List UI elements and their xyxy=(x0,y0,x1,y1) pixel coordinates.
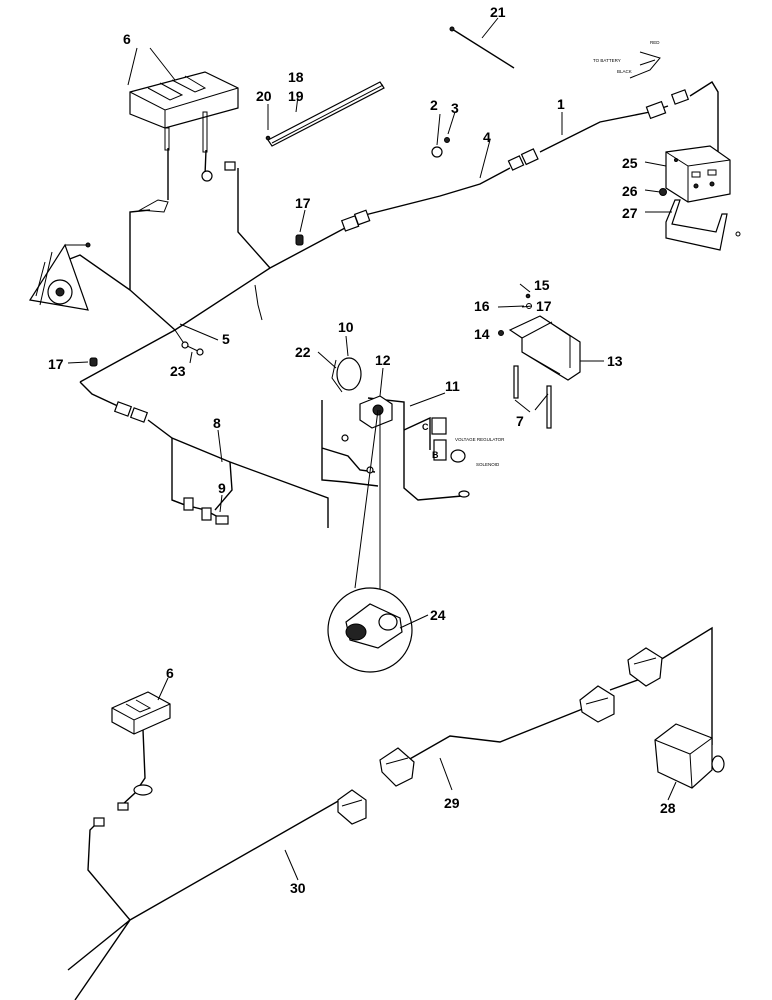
rear-lamp-28 xyxy=(654,723,725,789)
lamp-branch-wire xyxy=(61,254,176,331)
harness-8-wire xyxy=(171,438,233,511)
callout-14: 14 xyxy=(474,326,490,342)
callout-27: 27 xyxy=(622,205,638,221)
harness-30-wire xyxy=(67,799,341,1000)
ignition-harness: C B VOLTAGE REGULATOR SOLENOID xyxy=(321,395,505,501)
callout-29: 29 xyxy=(444,795,460,811)
callout-numbers: 6 18 19 20 21 2 3 4 1 25 26 27 17 5 23 1… xyxy=(48,4,676,896)
seat-switch-pad-top xyxy=(129,71,239,213)
callout-21: 21 xyxy=(490,4,506,20)
rail-strip xyxy=(265,81,385,147)
callout-6-top: 6 xyxy=(123,31,131,47)
callout-18: 18 xyxy=(288,69,304,85)
work-light-lamp xyxy=(29,242,91,311)
main-harness-wire xyxy=(79,111,651,383)
red-label: RED xyxy=(650,40,660,45)
seat-branch-wire xyxy=(129,148,271,290)
terminal-b-label: B xyxy=(432,450,439,460)
callout-20: 20 xyxy=(256,88,272,104)
upper-harness xyxy=(61,81,719,528)
callout-30: 30 xyxy=(290,880,306,896)
callout-10: 10 xyxy=(338,319,354,335)
callout-17-right: 17 xyxy=(536,298,552,314)
callout-4: 4 xyxy=(483,129,491,145)
callout-17-left: 17 xyxy=(48,356,64,372)
cable-tie xyxy=(449,26,515,69)
callout-5: 5 xyxy=(222,331,230,347)
callout-3: 3 xyxy=(451,100,459,116)
plug-9 xyxy=(171,497,229,525)
black-label: BLACK xyxy=(617,69,632,74)
callout-9: 9 xyxy=(218,480,226,496)
grommet-and-clip xyxy=(431,137,450,158)
harness-connectors xyxy=(113,89,690,423)
callout-8: 8 xyxy=(213,415,221,431)
harness-29-wire xyxy=(407,705,591,761)
callout-22: 22 xyxy=(295,344,311,360)
pigtail-wire xyxy=(254,284,263,321)
callout-13: 13 xyxy=(607,353,623,369)
solenoid-label: SOLENOID xyxy=(476,462,500,467)
callout-1: 1 xyxy=(557,96,565,112)
callout-7: 7 xyxy=(516,413,524,429)
callout-19: 19 xyxy=(288,88,304,104)
callout-12: 12 xyxy=(375,352,391,368)
plug-23-wire xyxy=(174,329,201,353)
switch-detail-inset xyxy=(327,409,413,673)
voltage-regulator-label: VOLTAGE REGULATOR xyxy=(455,437,505,442)
callout-28: 28 xyxy=(660,800,676,816)
seat-switch-pad-lower xyxy=(93,691,171,827)
callout-11: 11 xyxy=(445,378,460,394)
callout-23: 23 xyxy=(170,363,186,379)
lower-connectors xyxy=(337,647,663,825)
horn-assembly xyxy=(331,357,362,393)
terminal-c-label: C xyxy=(422,422,429,432)
callout-16: 16 xyxy=(474,298,490,314)
callout-6-lower: 6 xyxy=(166,665,174,681)
lower-harness xyxy=(67,626,713,1000)
callout-17-upper: 17 xyxy=(295,195,311,211)
lamp-feed-wire xyxy=(609,626,713,745)
callout-2: 2 xyxy=(430,97,438,113)
battery-leads: TO BATTERY BLACK RED xyxy=(593,40,661,79)
control-panel-box xyxy=(665,145,731,203)
bushings xyxy=(89,234,304,367)
callout-25: 25 xyxy=(622,155,638,171)
leader-lines xyxy=(67,17,677,881)
callout-24: 24 xyxy=(430,607,446,623)
pins xyxy=(513,365,552,429)
callout-26: 26 xyxy=(622,183,638,199)
callout-15: 15 xyxy=(534,277,550,293)
to-battery-label: TO BATTERY xyxy=(593,58,621,63)
mounting-bracket xyxy=(659,188,741,251)
